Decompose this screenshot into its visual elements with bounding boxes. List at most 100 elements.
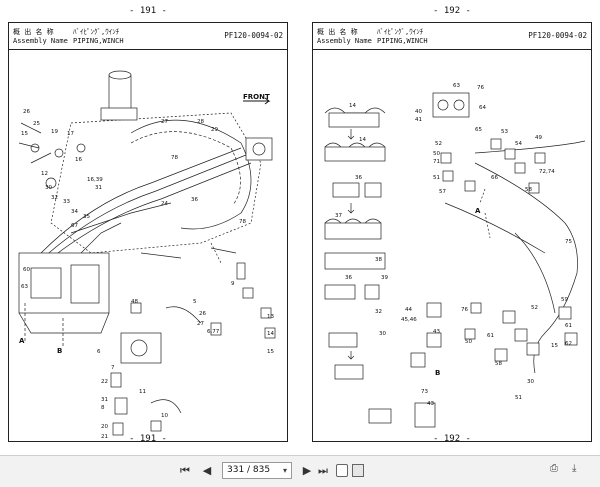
svg-text:57: 57 <box>439 189 446 195</box>
svg-text:8: 8 <box>101 405 105 411</box>
svg-text:43: 43 <box>433 329 440 335</box>
svg-text:11: 11 <box>139 389 146 395</box>
svg-text:51: 51 <box>433 175 440 181</box>
svg-text:34: 34 <box>71 209 78 215</box>
left-view-a: A <box>19 337 25 345</box>
svg-text:61: 61 <box>565 323 572 329</box>
right-assembly-jp: ﾊﾞｲﾋﾟﾝｸﾞ,ｳｲﾝﾁ <box>377 28 424 36</box>
svg-text:29: 29 <box>211 127 218 133</box>
svg-text:20: 20 <box>101 424 108 430</box>
svg-text:12: 12 <box>41 171 48 177</box>
left-view-b: B <box>57 347 62 355</box>
svg-text:40: 40 <box>415 109 422 115</box>
print-icon[interactable]: ⎙ <box>550 463 558 474</box>
left-header-en: Assembly Name <box>13 37 68 45</box>
next-page-button[interactable]: ▶ <box>302 464 312 477</box>
right-view-a: A <box>475 207 481 215</box>
svg-text:52: 52 <box>435 141 442 147</box>
svg-text:38: 38 <box>375 257 382 263</box>
svg-text:6: 6 <box>97 349 101 355</box>
left-assembly-en: PIPING,WINCH <box>73 37 124 45</box>
svg-text:71: 71 <box>433 159 440 165</box>
right-page: 概 出 名 称 Assembly Name ﾊﾞｲﾋﾟﾝｸﾞ,ｳｲﾝﾁ PIPI… <box>312 22 592 442</box>
svg-text:44: 44 <box>405 307 412 313</box>
svg-text:63: 63 <box>453 83 460 89</box>
right-page-header: 概 出 名 称 Assembly Name ﾊﾞｲﾋﾟﾝｸﾞ,ｳｲﾝﾁ PIPI… <box>317 25 587 49</box>
svg-text:37: 37 <box>335 213 342 219</box>
svg-text:5: 5 <box>193 299 197 305</box>
svg-text:32: 32 <box>375 309 382 315</box>
svg-text:14: 14 <box>359 137 366 143</box>
svg-text:50: 50 <box>433 151 440 157</box>
svg-text:66: 66 <box>491 175 498 181</box>
svg-text:21: 21 <box>101 434 108 439</box>
front-label: FRONT <box>243 93 270 101</box>
svg-text:76: 76 <box>461 307 468 313</box>
svg-text:7: 7 <box>111 365 115 371</box>
svg-text:9: 9 <box>231 281 235 287</box>
svg-text:6,77: 6,77 <box>207 329 220 335</box>
download-icon[interactable]: ⤓ <box>572 463 577 474</box>
svg-text:43: 43 <box>427 401 434 407</box>
svg-text:30: 30 <box>379 331 386 337</box>
svg-text:33: 33 <box>63 199 70 205</box>
svg-text:36: 36 <box>355 175 362 181</box>
svg-text:45,46: 45,46 <box>401 317 417 323</box>
left-page-header: 概 出 名 称 Assembly Name ﾊﾞｲﾋﾟﾝｸﾞ,ｳｲﾝﾁ PIPI… <box>13 25 283 49</box>
svg-text:52: 52 <box>531 305 538 311</box>
chevron-down-icon: ▾ <box>282 466 287 475</box>
svg-text:63: 63 <box>21 284 28 290</box>
svg-text:14: 14 <box>267 331 274 337</box>
svg-text:62: 62 <box>565 341 572 347</box>
svg-text:24: 24 <box>161 201 168 207</box>
svg-text:67: 67 <box>71 223 78 229</box>
svg-text:48: 48 <box>131 299 138 305</box>
svg-text:58: 58 <box>495 361 502 367</box>
svg-text:65: 65 <box>475 127 482 133</box>
svg-text:27: 27 <box>197 321 204 327</box>
svg-text:78: 78 <box>171 155 178 161</box>
copy-icon[interactable] <box>336 464 348 477</box>
svg-text:27: 27 <box>161 119 168 125</box>
right-page-bottom-number: - 192 - <box>433 434 471 444</box>
svg-text:31: 31 <box>101 397 108 403</box>
svg-text:58: 58 <box>525 187 532 193</box>
svg-text:15: 15 <box>551 343 558 349</box>
svg-text:26: 26 <box>199 311 206 317</box>
svg-text:36: 36 <box>345 275 352 281</box>
left-page-bottom-number: - 191 - <box>129 434 167 444</box>
previous-page-button[interactable]: ◀ <box>202 464 212 477</box>
svg-text:22: 22 <box>101 379 108 385</box>
right-header-jp: 概 出 名 称 <box>317 28 358 36</box>
left-header-jp: 概 出 名 称 <box>13 28 54 36</box>
two-page-view-icon[interactable] <box>352 464 364 477</box>
left-assembly-jp: ﾊﾞｲﾋﾟﾝｸﾞ,ｳｲﾝﾁ <box>73 28 120 36</box>
svg-text:36: 36 <box>191 197 198 203</box>
last-page-button[interactable]: ⏭ <box>318 464 328 477</box>
svg-text:10: 10 <box>161 413 168 419</box>
svg-text:39: 39 <box>381 275 388 281</box>
svg-text:15: 15 <box>267 349 274 355</box>
right-page-top-number: - 192 - <box>433 6 471 16</box>
svg-text:16: 16 <box>75 157 82 163</box>
svg-text:30: 30 <box>527 379 534 385</box>
svg-text:50: 50 <box>465 339 472 345</box>
first-page-button[interactable]: ⏮ <box>180 464 190 477</box>
svg-text:61: 61 <box>487 333 494 339</box>
page-number-input[interactable]: 331 / 835 ▾ <box>222 462 292 479</box>
svg-text:31: 31 <box>95 185 102 191</box>
svg-text:25: 25 <box>33 121 40 127</box>
left-page-top-number: - 191 - <box>129 6 167 16</box>
svg-text:16,39: 16,39 <box>87 177 103 183</box>
svg-text:53: 53 <box>501 129 508 135</box>
svg-text:19: 19 <box>51 129 58 135</box>
pdf-viewer-toolbar: ⏮ ◀ 331 / 835 ▾ ▶ ⏭ ⎙ ⤓ <box>0 455 600 487</box>
svg-text:72,74: 72,74 <box>539 169 555 175</box>
svg-text:76: 76 <box>477 85 484 91</box>
left-part-code: PF120-0094-02 <box>224 31 283 40</box>
right-part-code: PF120-0094-02 <box>528 31 587 40</box>
svg-text:54: 54 <box>515 141 522 147</box>
right-assembly-en: PIPING,WINCH <box>377 37 428 45</box>
